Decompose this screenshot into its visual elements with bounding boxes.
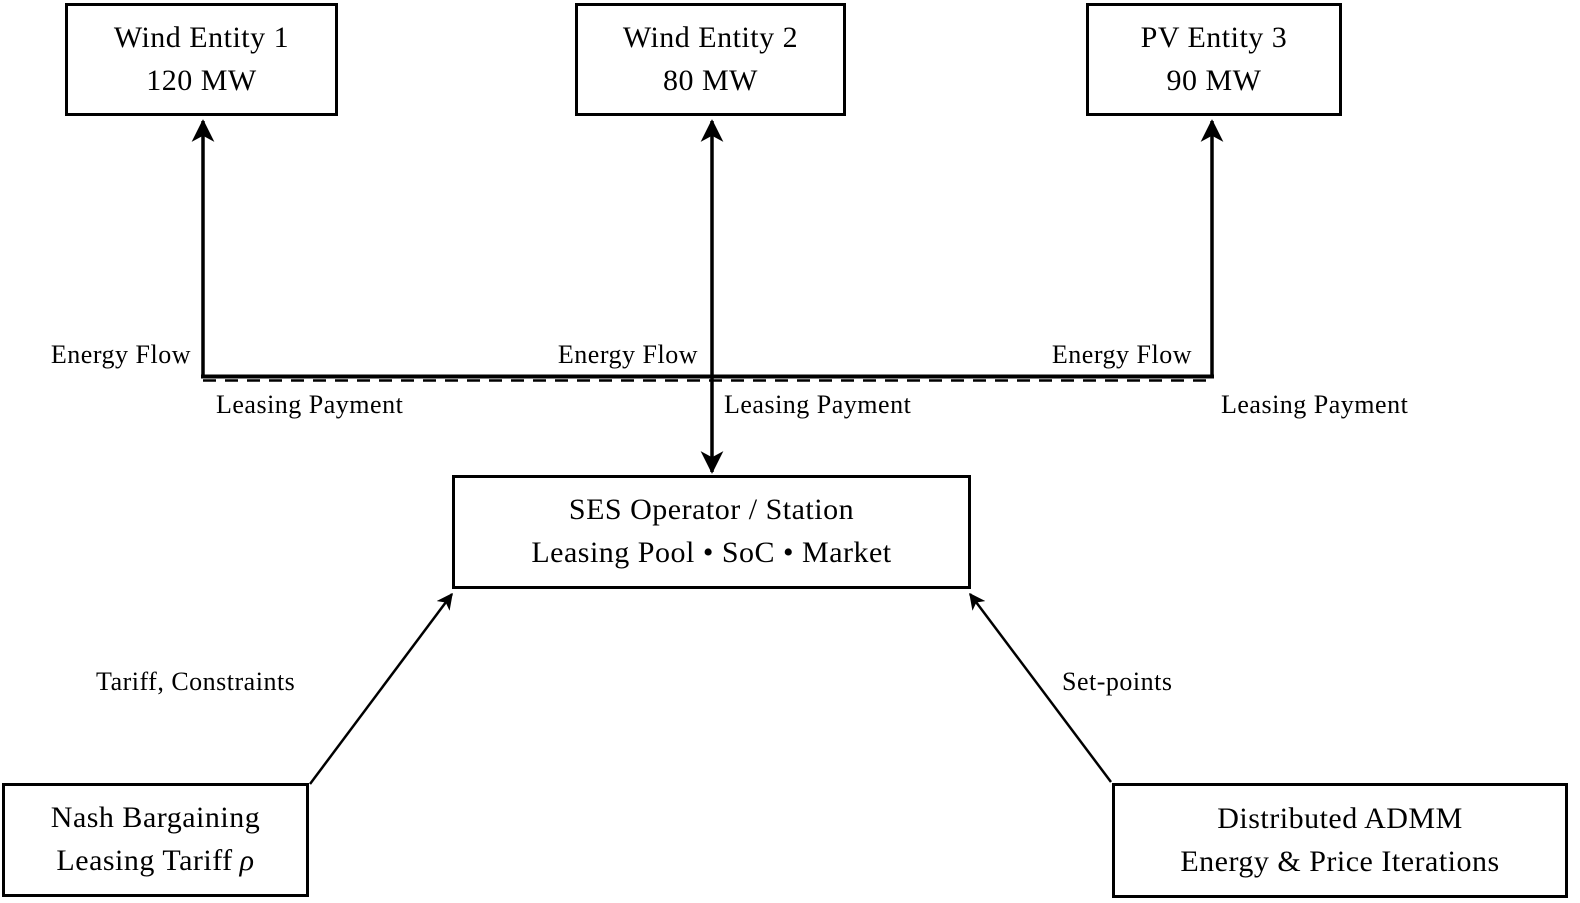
- tariff-constraints-arrow: [308, 592, 454, 785]
- distributed-admm-subtitle: Energy & Price Iterations: [1180, 844, 1500, 878]
- tariff-constraints-label: Tariff, Constraints: [96, 667, 296, 696]
- wind-entity-1-title: Wind Entity 1: [113, 20, 290, 54]
- setpoints-arrow: [969, 592, 1112, 783]
- energy-flow-label-2: Energy Flow: [557, 340, 698, 369]
- rho-symbol: ρ: [239, 844, 255, 877]
- leasing-tariff-text: Leasing Tariff: [56, 844, 233, 877]
- pv-entity-3-box: PV Entity 3 90 MW: [1086, 3, 1342, 116]
- leasing-payment-label-2: Leasing Payment: [724, 390, 912, 419]
- wind-entity-2-title: Wind Entity 2: [622, 20, 799, 54]
- wind-entity-2-box: Wind Entity 2 80 MW: [575, 3, 846, 116]
- nash-bargaining-title: Nash Bargaining: [50, 801, 261, 835]
- leasing-payment-label-3: Leasing Payment: [1221, 390, 1409, 419]
- ses-operator-box: SES Operator / Station Leasing Pool • So…: [452, 475, 971, 589]
- energy-flow-label-1: Energy Flow: [50, 340, 191, 369]
- wind-entity-1-box: Wind Entity 1 120 MW: [65, 3, 338, 116]
- energy-payment-bus: [201, 374, 1214, 382]
- set-points-label: Set-points: [1062, 667, 1173, 696]
- distributed-admm-title: Distributed ADMM: [1217, 801, 1463, 835]
- wind-entity-1-capacity: 120 MW: [146, 63, 257, 97]
- wind-entity-2-capacity: 80 MW: [663, 63, 758, 97]
- distributed-admm-box: Distributed ADMM Energy & Price Iteratio…: [1112, 783, 1568, 898]
- pv-entity-3-title: PV Entity 3: [1140, 20, 1288, 54]
- ses-operator-title: SES Operator / Station: [568, 493, 855, 527]
- ses-operator-subtitle: Leasing Pool • SoC • Market: [531, 536, 892, 569]
- energy-flow-label-3: Energy Flow: [1051, 340, 1192, 369]
- leasing-payment-label-1: Leasing Payment: [216, 390, 404, 419]
- pv-entity-3-capacity: 90 MW: [1166, 63, 1262, 97]
